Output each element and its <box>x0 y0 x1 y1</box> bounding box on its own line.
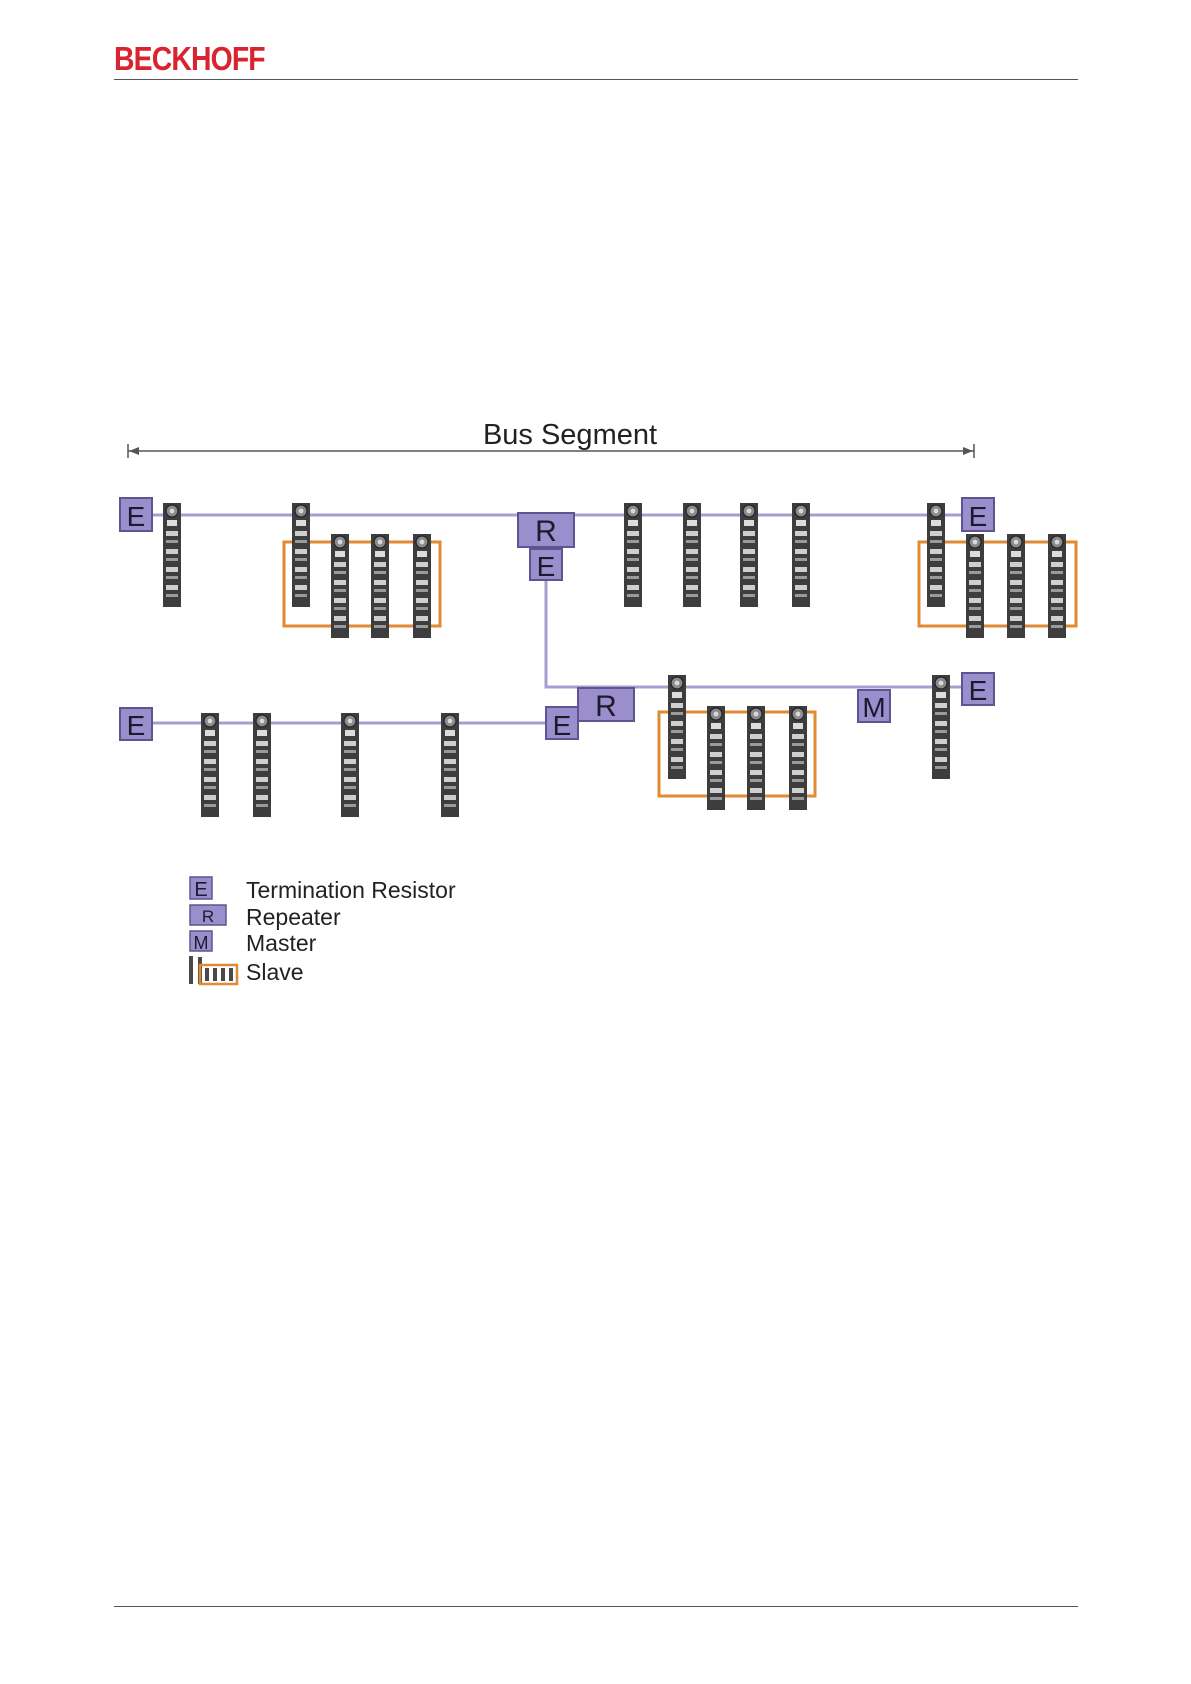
legend: E Termination Resistor R Repeater M Mast… <box>189 877 456 985</box>
slave-device <box>927 503 945 607</box>
termination-box-label: E <box>553 710 572 741</box>
repeater-box-label: R <box>535 515 557 548</box>
termination-box-label: E <box>969 501 988 532</box>
slave-device <box>413 534 431 638</box>
slave-device <box>932 675 950 779</box>
bus-segment-label: Bus Segment <box>483 419 657 451</box>
slave-device <box>1007 534 1025 638</box>
slave-devices <box>163 503 1066 817</box>
legend-symbol: R <box>202 907 214 926</box>
slave-device <box>1048 534 1066 638</box>
slave-device <box>966 534 984 638</box>
network-boxes: E R E E R E M E E <box>120 498 994 741</box>
slave-device <box>441 713 459 817</box>
slave-device <box>789 706 807 810</box>
termination-box-label: E <box>537 551 556 582</box>
slave-device <box>163 503 181 607</box>
slave-device <box>792 503 810 607</box>
legend-label-termination: Termination Resistor <box>246 877 456 903</box>
slave-device <box>341 713 359 817</box>
master-box-label: M <box>862 692 885 723</box>
slave-device <box>371 534 389 638</box>
legend-label-repeater: Repeater <box>246 904 341 930</box>
termination-box-label: E <box>969 675 988 706</box>
slave-device <box>624 503 642 607</box>
legend-label-slave: Slave <box>246 959 304 985</box>
slave-device <box>668 675 686 779</box>
termination-box-label: E <box>127 710 146 741</box>
slave-device <box>292 503 310 607</box>
slave-device <box>331 534 349 638</box>
slave-device <box>740 503 758 607</box>
slave-device <box>253 713 271 817</box>
legend-symbol: E <box>194 879 207 901</box>
legend-slave-symbol <box>189 956 237 984</box>
slave-device <box>201 713 219 817</box>
legend-symbol: M <box>194 933 209 953</box>
slave-device <box>707 706 725 810</box>
bus-segment-dimension: Bus Segment <box>128 419 974 458</box>
legend-label-master: Master <box>246 930 317 956</box>
slave-device <box>747 706 765 810</box>
repeater-box-label: R <box>595 690 617 723</box>
termination-box-label: E <box>127 501 146 532</box>
slave-device <box>683 503 701 607</box>
